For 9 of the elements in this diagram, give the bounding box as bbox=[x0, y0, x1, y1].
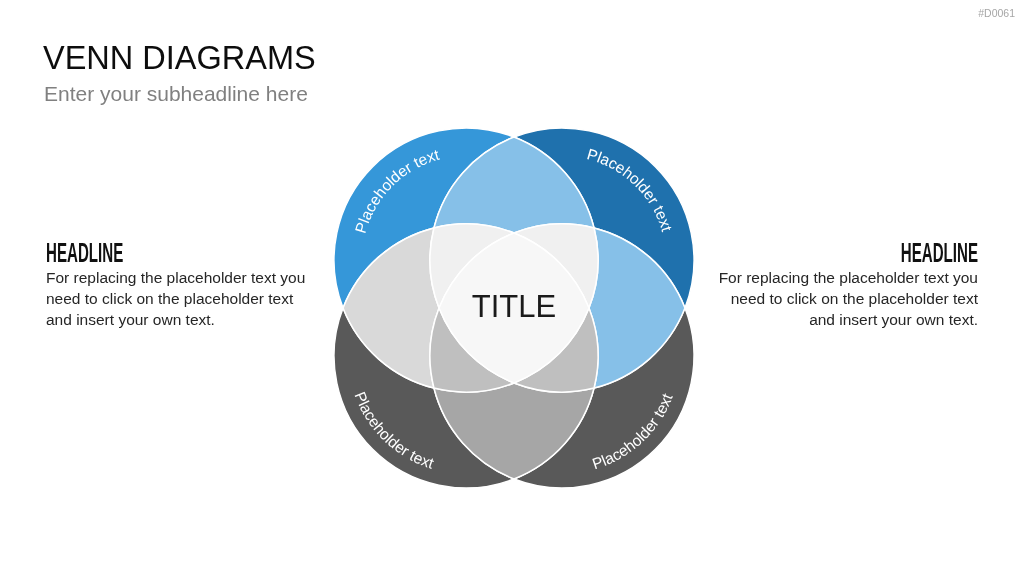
center-title: TITLE bbox=[471, 289, 557, 324]
subtitle: Enter your subheadline here bbox=[44, 81, 308, 106]
page-title: VENN DIAGRAMS bbox=[43, 39, 316, 77]
side-headline: HEADLINE bbox=[46, 238, 124, 268]
center-region bbox=[438, 232, 590, 384]
body-text: For replacing the placeholder text you need to click on the placeholder text and insert your own text. bbox=[717, 268, 978, 330]
body-text: For replacing the placeholder text you need to click on the placeholder text and insert your own text. bbox=[46, 268, 307, 330]
side-headline: HEADLINE bbox=[900, 238, 978, 268]
document-code: #D0061 bbox=[978, 7, 1015, 20]
